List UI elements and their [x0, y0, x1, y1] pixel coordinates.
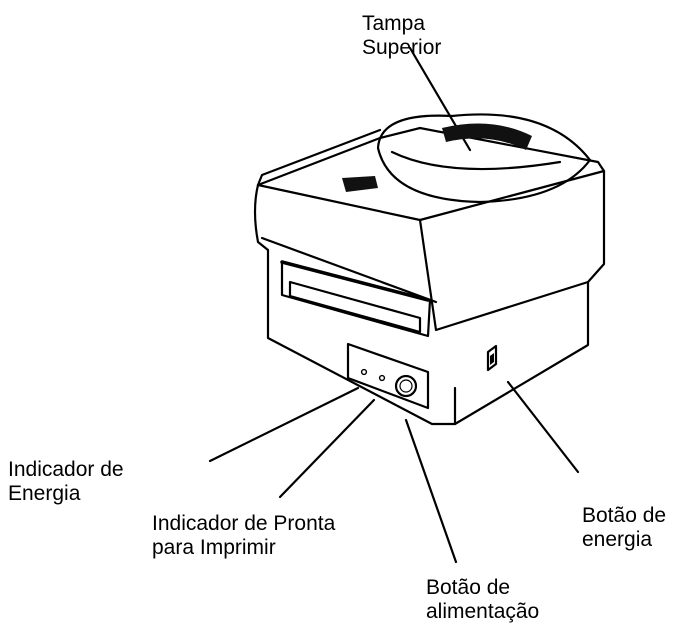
label-power-indicator: Indicador de Energia — [8, 458, 124, 506]
leader-feed-button — [404, 418, 458, 564]
power-led — [360, 368, 368, 376]
label-top-cover-line1: Tampa — [362, 12, 426, 35]
label-feed-button: Botão de alimentação — [426, 576, 539, 624]
label-power-button-line1: Botão de — [582, 504, 667, 527]
top-cover-handle — [442, 123, 532, 150]
printer-base — [266, 300, 590, 426]
label-feed-button-line2: alimentação — [426, 600, 540, 623]
top-cover-housing — [256, 126, 606, 187]
printer-body — [253, 183, 270, 307]
top-cover-dome — [376, 113, 592, 204]
label-power-button: Botão de energia — [582, 504, 666, 552]
housing-grip — [342, 176, 378, 192]
label-ready-indicator: Indicador de Pronta para Imprimir — [152, 512, 335, 560]
power-switch — [486, 344, 498, 372]
ready-led — [378, 374, 386, 382]
label-power-indicator-line1: Indicador de — [8, 458, 124, 481]
label-top-cover-line2: Superior — [362, 36, 442, 59]
leader-power-button — [506, 380, 580, 474]
control-panel — [346, 342, 430, 410]
label-ready-indicator-line2: para Imprimir — [152, 536, 276, 559]
label-feed-button-line1: Botão de — [426, 576, 511, 599]
label-top-cover: Tampa Superior — [362, 12, 441, 60]
leader-power-indicator — [208, 386, 360, 463]
label-ready-indicator-line1: Indicador de Pronta — [152, 512, 336, 535]
label-power-button-line2: energia — [582, 528, 653, 551]
feed-button — [394, 374, 418, 398]
label-power-indicator-line2: Energia — [8, 482, 81, 505]
leader-ready-indicator — [278, 398, 376, 499]
